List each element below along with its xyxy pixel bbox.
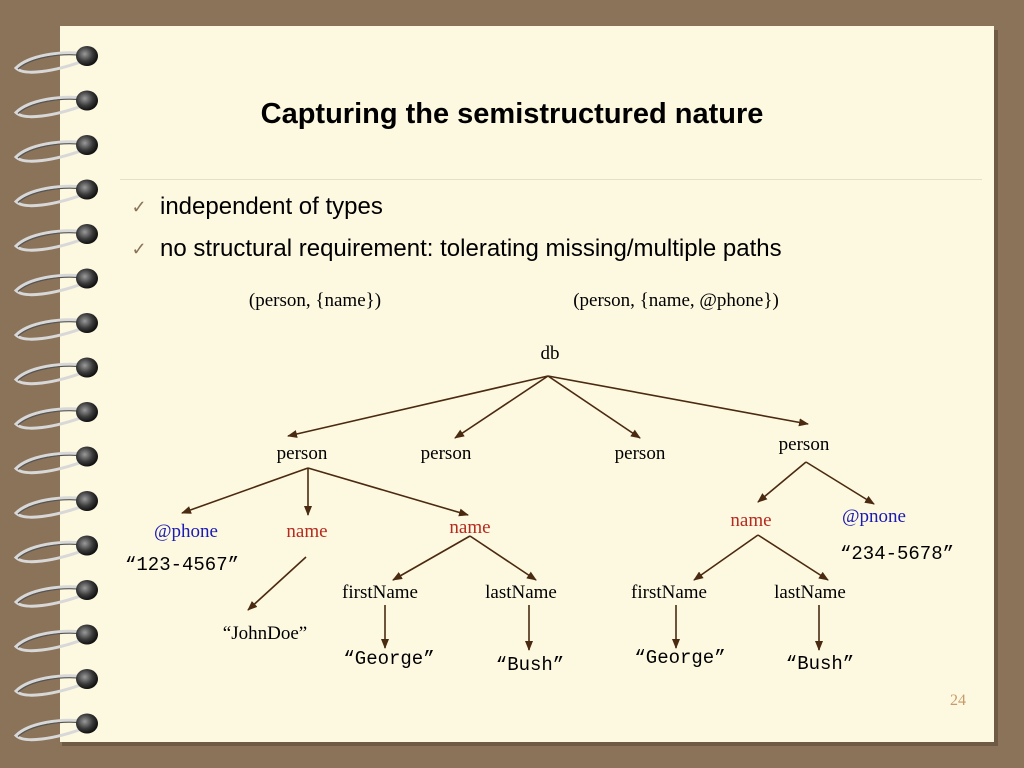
ring-hole xyxy=(76,90,98,111)
ring-hole xyxy=(76,713,98,734)
edge-name4-lastname xyxy=(757,534,829,581)
ring-wire xyxy=(13,496,89,519)
ring-hole xyxy=(76,46,98,66)
edge-db-person3 xyxy=(547,375,641,439)
edge-name2-firstname xyxy=(392,535,471,581)
node-george4: “George” xyxy=(634,647,726,669)
bullet-text: independent of types xyxy=(160,193,383,220)
node-firstname: firstName xyxy=(342,582,418,603)
node-lastname: lastName xyxy=(485,582,557,603)
ring-hole xyxy=(76,268,98,289)
ring-hole xyxy=(76,179,98,200)
ring-hole xyxy=(76,580,98,600)
ring-hole xyxy=(76,491,98,511)
ring-hole xyxy=(76,224,98,244)
ring-wire xyxy=(13,585,89,608)
edge-db-person4 xyxy=(547,375,809,427)
ring-wire xyxy=(13,407,89,430)
edge-person4-name xyxy=(757,461,807,503)
ring-wire xyxy=(13,140,89,163)
ring-hole xyxy=(76,669,98,689)
schema-left: (person, {name}) xyxy=(248,290,382,311)
ring-wire xyxy=(13,273,89,297)
node-person1: person xyxy=(276,443,328,464)
ring-hole xyxy=(76,313,98,333)
edge-name-johndoe xyxy=(247,556,307,611)
ring-wire xyxy=(13,674,89,697)
node-pnone: @pnone xyxy=(842,506,906,527)
schema-right: (person, {name, @phone}) xyxy=(573,290,779,311)
node-name2: name xyxy=(449,517,491,538)
edge-person4-phone xyxy=(805,461,875,505)
edge-name2-lastname xyxy=(469,535,537,581)
ring-wire xyxy=(13,318,89,341)
ring-hole xyxy=(76,357,98,378)
node-person3: person xyxy=(614,443,666,464)
node-bush: “Bush” xyxy=(495,654,565,676)
ring-hole xyxy=(76,135,98,155)
bullet-list: ✓ independent of types ✓ no structural req… xyxy=(118,186,782,270)
node-person4: person xyxy=(778,434,830,455)
ring-wire xyxy=(13,51,89,74)
ring-hole xyxy=(76,535,98,556)
edge-db-person2 xyxy=(454,375,549,439)
ring-wire xyxy=(13,95,89,119)
page-number: 24 xyxy=(950,692,966,709)
node-db: db xyxy=(540,343,560,364)
ring-wire xyxy=(13,184,89,208)
node-phone-value: “123-4567” xyxy=(124,554,240,576)
node-firstname4: firstName xyxy=(631,582,707,603)
node-pnone-value: “234-5678” xyxy=(839,543,955,565)
node-lastname4: lastName xyxy=(774,582,846,603)
spiral-binding xyxy=(13,46,98,742)
ring-wire xyxy=(13,362,89,386)
edge-db-person1 xyxy=(287,375,549,438)
node-name4: name xyxy=(730,510,772,531)
node-name: name xyxy=(286,521,328,542)
title-divider xyxy=(120,179,982,180)
node-george: “George” xyxy=(343,648,435,670)
slide-title: Capturing the semistructured nature xyxy=(260,98,764,130)
slide xyxy=(60,26,994,742)
node-johndoe: “JohnDoe” xyxy=(222,623,308,644)
ring-hole xyxy=(76,402,98,422)
edge-name4-firstname xyxy=(693,534,759,581)
edge-person1-name2 xyxy=(307,467,469,517)
edge-person1-phone xyxy=(181,467,309,514)
bullet-item: ✓ independent of types xyxy=(118,186,782,228)
ring-wire xyxy=(13,540,89,564)
checkmark-icon: ✓ xyxy=(131,238,147,259)
ring-wire xyxy=(13,718,89,742)
ring-hole xyxy=(76,624,98,645)
ring-hole xyxy=(76,446,98,467)
checkmark-icon: ✓ xyxy=(131,196,147,217)
node-bush4: “Bush” xyxy=(785,653,855,675)
bullet-text: no structural requirement: tolerating mi… xyxy=(160,235,782,262)
ring-wire xyxy=(13,229,89,252)
bullet-item: ✓ no structural requirement: tolerating m… xyxy=(118,228,782,270)
ring-wire xyxy=(13,629,89,653)
ring-wire xyxy=(13,451,89,475)
node-person2: person xyxy=(420,443,472,464)
node-phone: @phone xyxy=(154,521,218,542)
